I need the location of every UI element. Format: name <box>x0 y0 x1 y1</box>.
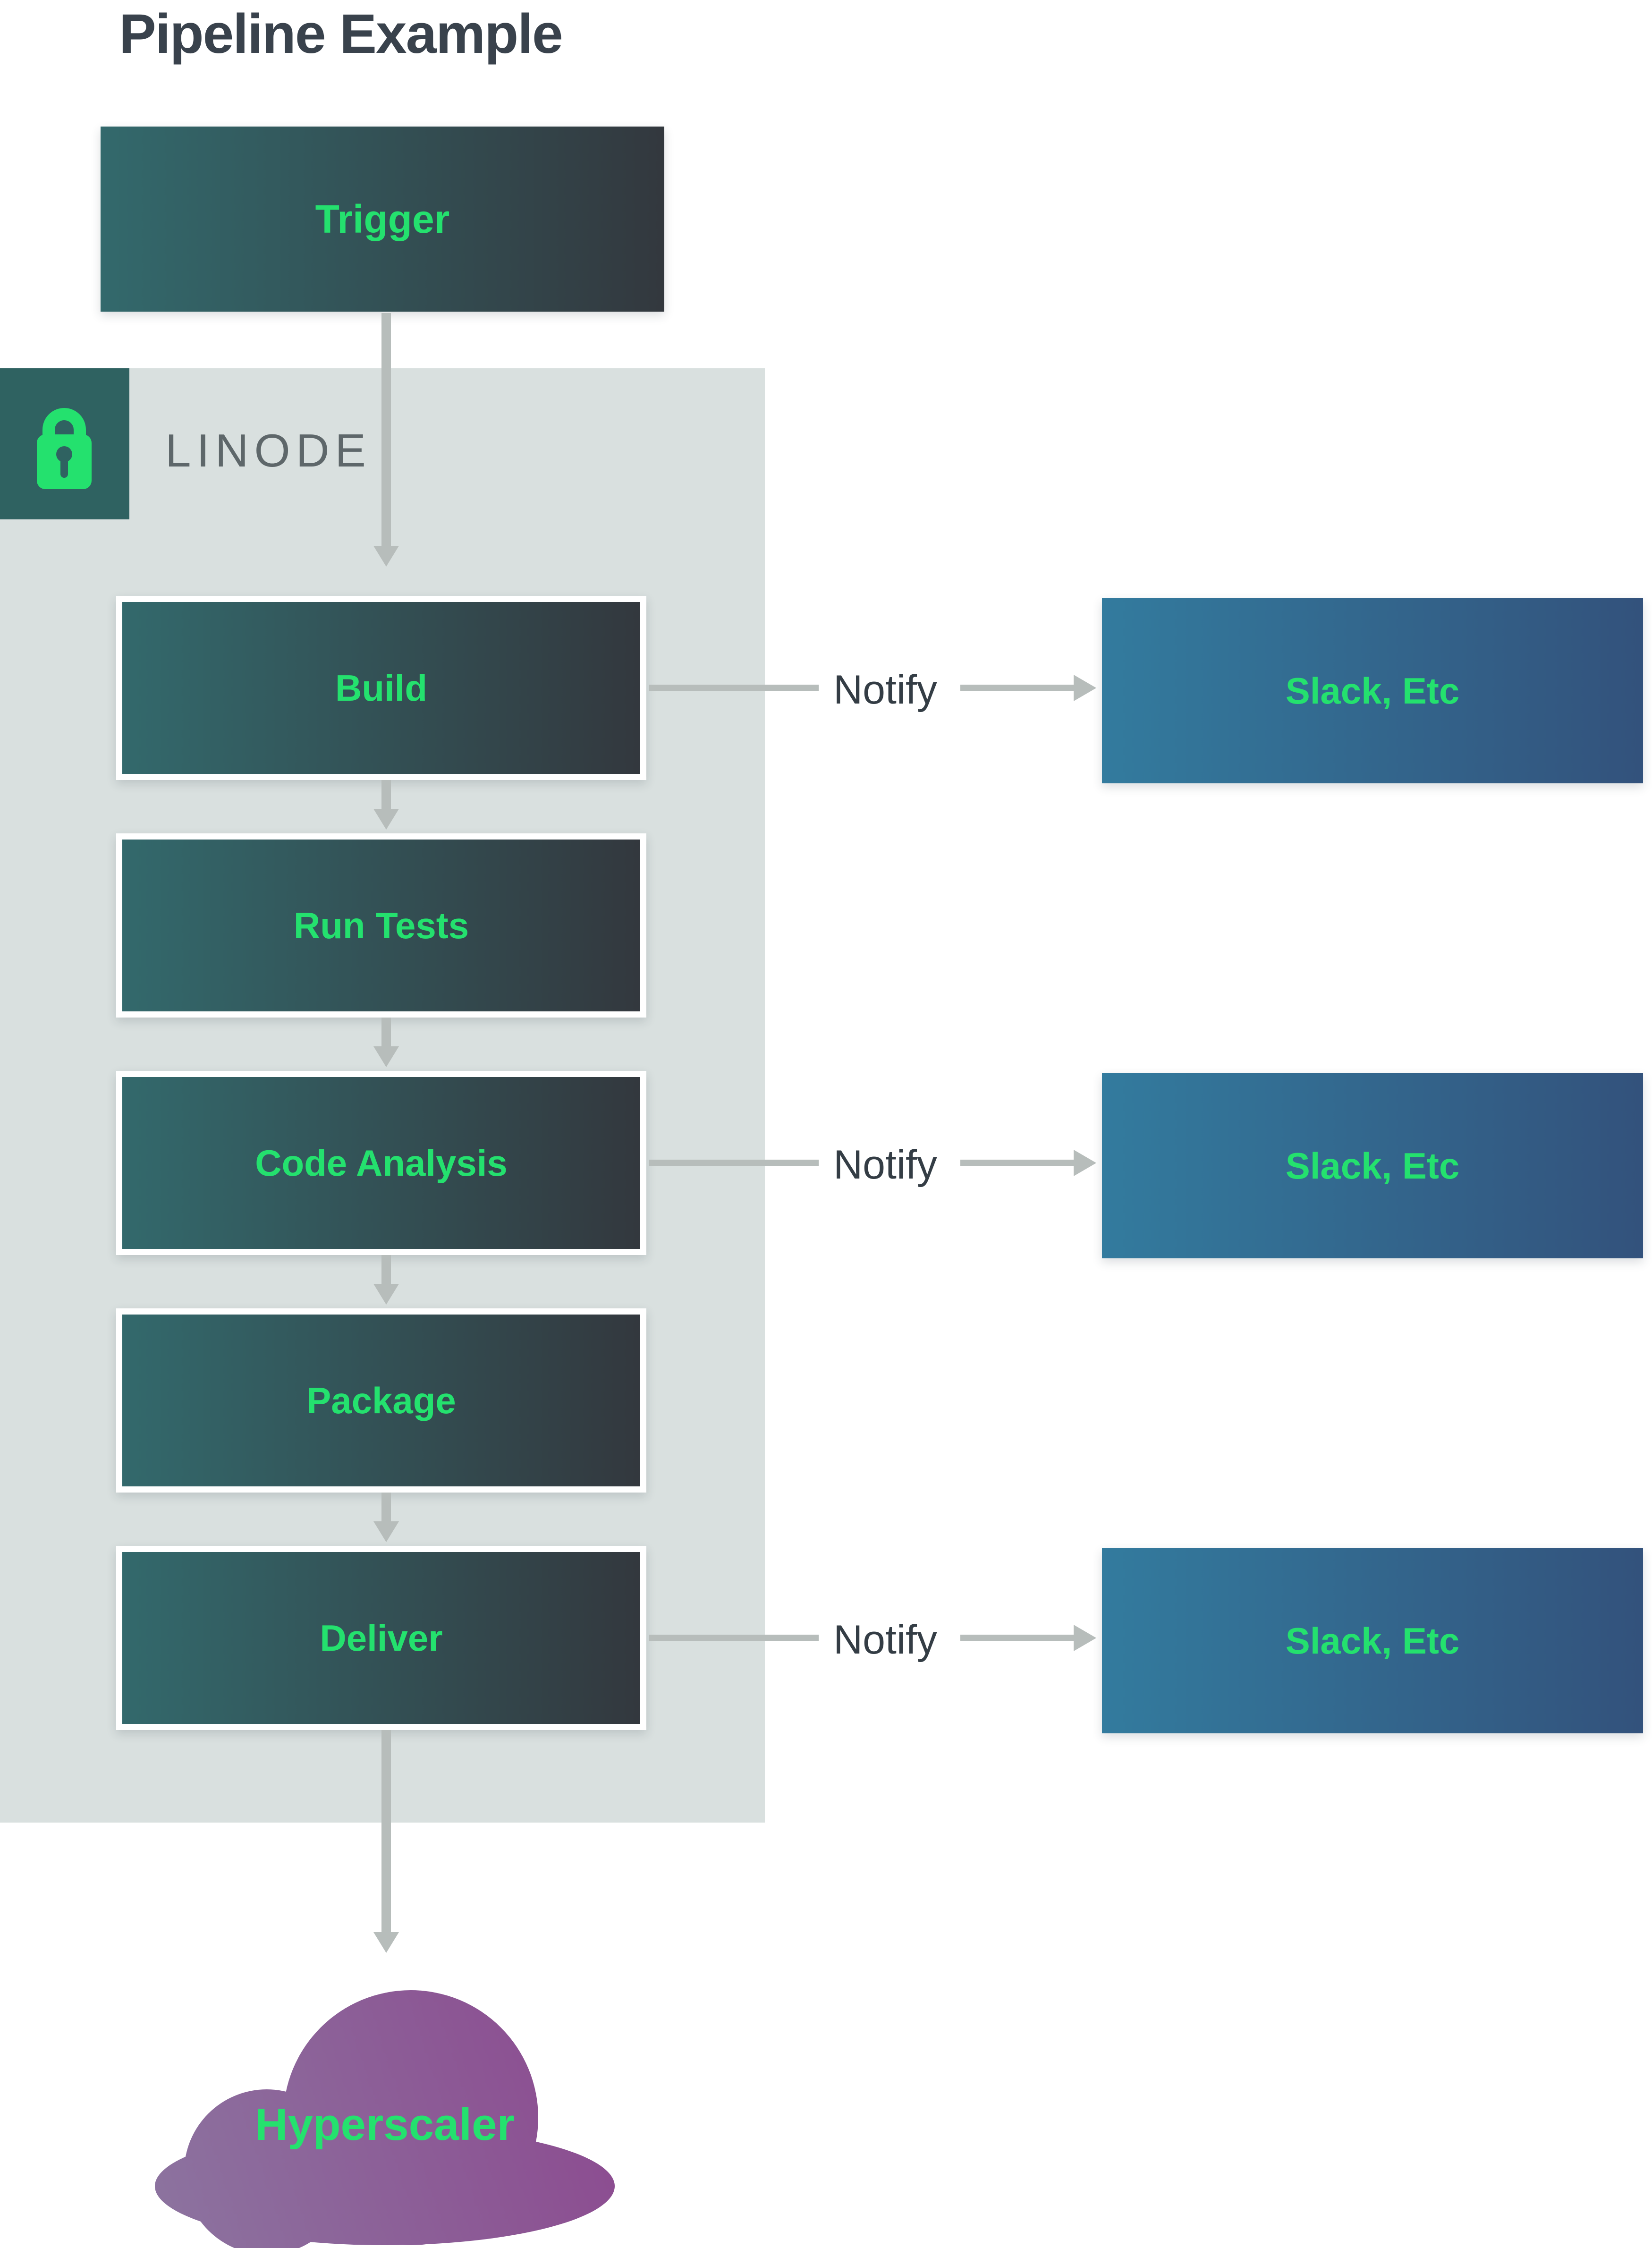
step-box-run-tests: Run Tests <box>116 833 646 1018</box>
notification-label: Slack, Etc <box>1285 1145 1460 1187</box>
lock-icon <box>37 408 92 489</box>
flow-arrow-line <box>381 313 391 546</box>
page-title: Pipeline Example <box>119 3 563 65</box>
step-label: Deliver <box>320 1617 443 1659</box>
lock-badge <box>0 368 129 519</box>
flow-arrow-line <box>381 1493 391 1521</box>
flow-arrow-line <box>381 780 391 809</box>
notification-box-slack: Slack, Etc <box>1102 598 1643 783</box>
step-label: Build <box>335 667 427 709</box>
notify-label: Notify <box>833 1142 937 1188</box>
notification-box-slack: Slack, Etc <box>1102 1073 1643 1258</box>
step-box-build: Build <box>116 596 646 780</box>
notification-label: Slack, Etc <box>1285 670 1460 712</box>
step-box-deliver: Deliver <box>116 1546 646 1730</box>
hyperscaler-cloud: Hyperscaler <box>155 1990 615 2248</box>
flow-arrow-head <box>373 546 399 567</box>
notify-label: Notify <box>833 667 937 713</box>
notify-connector-line <box>960 685 1074 691</box>
step-box-package: Package <box>116 1308 646 1493</box>
step-label: Code Analysis <box>255 1142 508 1184</box>
notify-connector-line <box>649 1635 819 1641</box>
notify-connector-line <box>960 1160 1074 1166</box>
flow-arrow-line <box>381 1018 391 1046</box>
notify-connector-line <box>649 685 819 691</box>
flow-arrow-head <box>373 809 399 830</box>
step-box-code-analysis: Code Analysis <box>116 1071 646 1255</box>
notify-arrow-head <box>1074 1625 1096 1651</box>
flow-arrow-head <box>373 1284 399 1305</box>
trigger-box: Trigger <box>101 127 664 312</box>
flow-arrow-line <box>381 1255 391 1284</box>
trigger-label: Trigger <box>315 196 450 241</box>
step-label: Run Tests <box>293 904 469 946</box>
notify-connector-line <box>960 1635 1074 1641</box>
notify-label: Notify <box>833 1617 937 1663</box>
notification-label: Slack, Etc <box>1285 1620 1460 1662</box>
provider-label: LINODE <box>165 424 372 476</box>
notification-box-slack: Slack, Etc <box>1102 1548 1643 1733</box>
cloud-shape <box>155 1990 615 2248</box>
flow-arrow-head <box>373 1932 399 1953</box>
flow-arrow-line <box>381 1730 391 1932</box>
flow-arrow-head <box>373 1046 399 1067</box>
notify-arrow-head <box>1074 1150 1096 1176</box>
hyperscaler-label: Hyperscaler <box>255 2099 515 2150</box>
notify-connector-line <box>649 1160 819 1166</box>
flow-arrow-head <box>373 1521 399 1542</box>
step-label: Package <box>306 1379 456 1421</box>
notify-arrow-head <box>1074 675 1096 701</box>
